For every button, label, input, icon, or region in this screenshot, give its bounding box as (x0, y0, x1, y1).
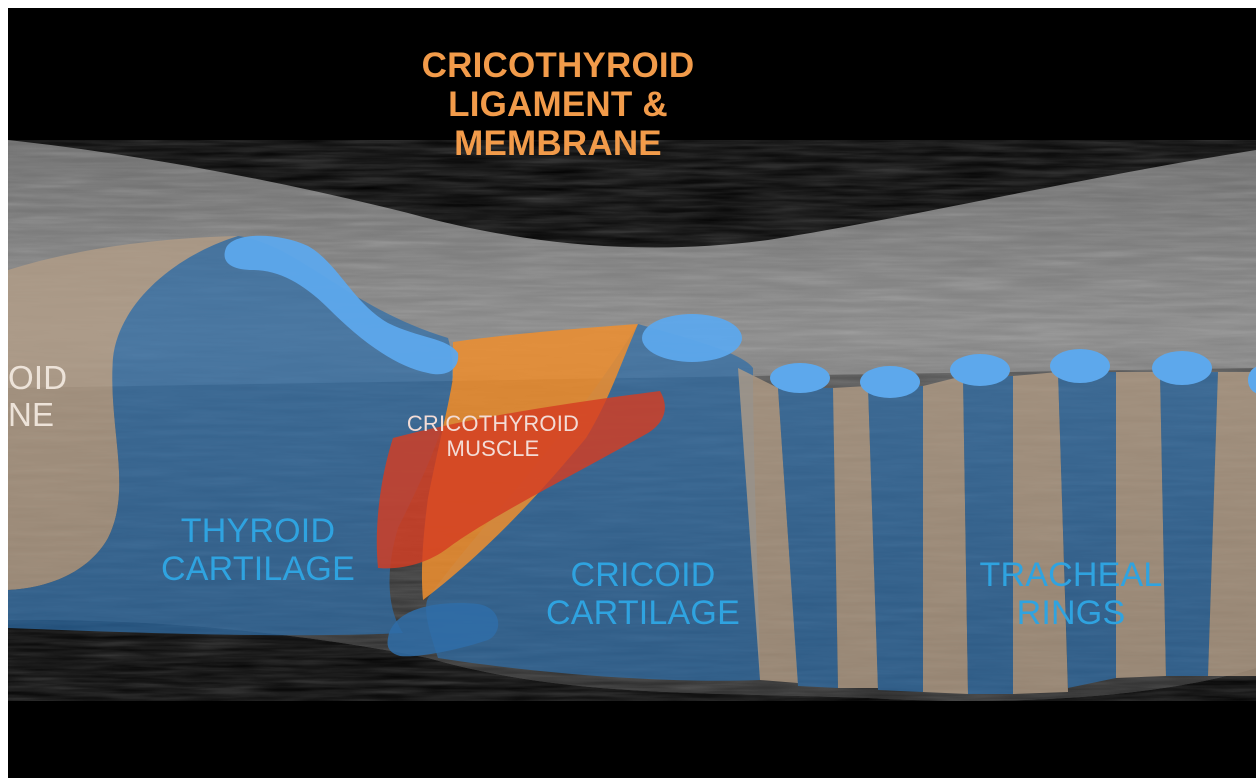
tracheal-ring-cap-2 (860, 366, 920, 398)
muscle-label-line-1: CRICOTHYROID (378, 412, 608, 437)
tracheal-tan-3 (923, 376, 968, 694)
thyroid-label-line-1: THYROID (138, 512, 378, 550)
hyoid-label-line-2: NE (8, 397, 88, 434)
tracheal-blue-3 (963, 376, 1013, 694)
ligament-label-line-2: LIGAMENT & (388, 85, 728, 124)
muscle-label-line-2: MUSCLE (378, 437, 608, 462)
cricoid-cap (642, 314, 742, 362)
ligament-label-line-1: CRICOTHYROID (388, 46, 728, 85)
tracheal-ring-cap-5 (1152, 351, 1212, 385)
hyoid-label-line-1: OID (8, 360, 88, 397)
ultrasound-image: CRICOTHYROID LIGAMENT & MEMBRANE CRICOTH… (8, 8, 1256, 778)
tracheal-label-line-1: TRACHEAL (966, 556, 1176, 594)
tracheal-blue-4 (1058, 372, 1116, 688)
cricoid-label-line-1: CRICOID (523, 556, 763, 594)
thyroid-cartilage-label: THYROID CARTILAGE (138, 512, 378, 588)
hyoid-bone-label: OID NE (8, 360, 88, 434)
tracheal-ring-cap-3 (950, 354, 1010, 386)
tracheal-label-line-2: RINGS (966, 594, 1176, 632)
cricoid-cartilage-label: CRICOID CARTILAGE (523, 556, 763, 632)
cricothyroid-muscle-label: CRICOTHYROID MUSCLE (378, 412, 608, 461)
tracheal-rings-label: TRACHEAL RINGS (966, 556, 1176, 632)
ligament-label-line-3: MEMBRANE (388, 124, 728, 163)
tracheal-ring-cap-4 (1050, 349, 1110, 383)
thyroid-label-line-2: CARTILAGE (138, 550, 378, 588)
cricothyroid-ligament-label: CRICOTHYROID LIGAMENT & MEMBRANE (388, 46, 728, 164)
tracheal-ring-cap-1 (770, 363, 830, 393)
cricoid-label-line-2: CARTILAGE (523, 594, 763, 632)
